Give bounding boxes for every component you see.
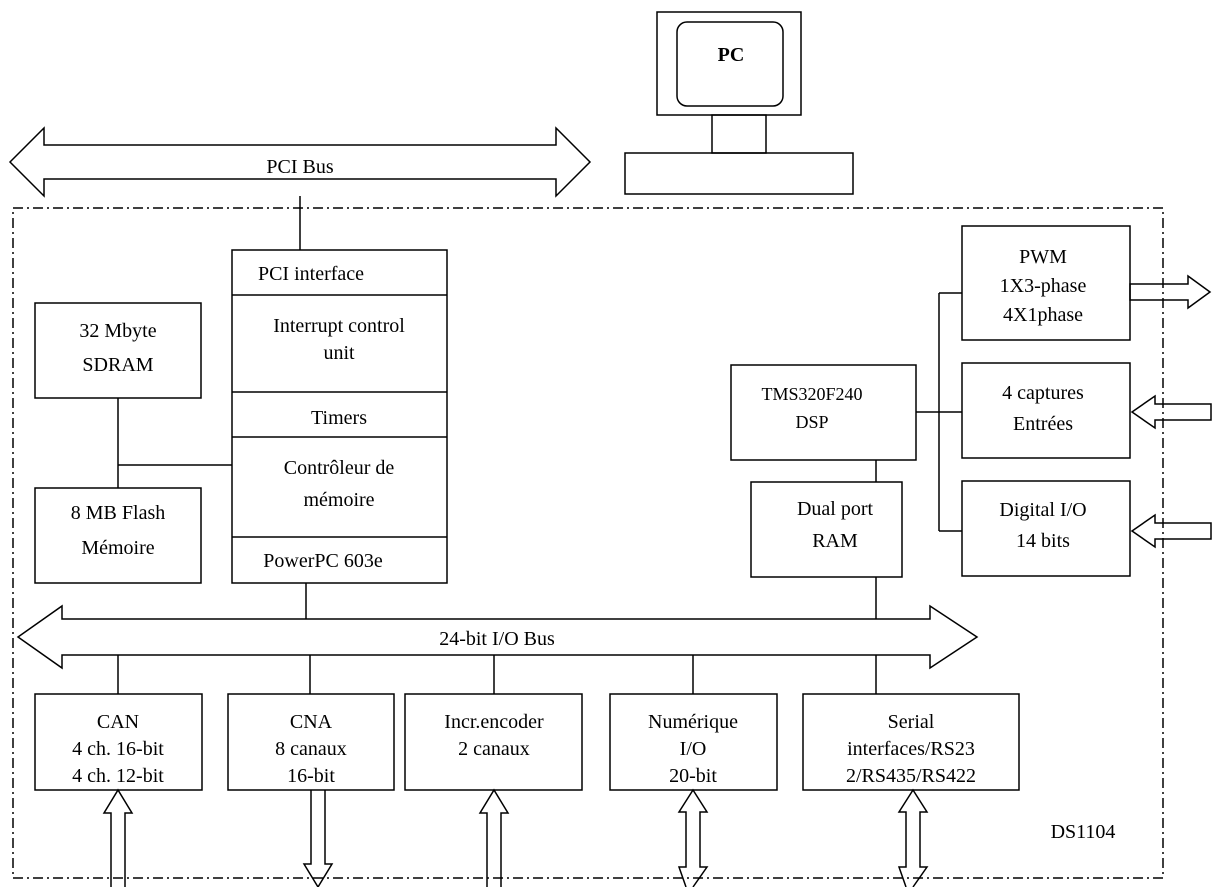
dsp-label-2: DSP	[795, 412, 829, 432]
pwm-label-2: 1X3-phase	[999, 275, 1087, 297]
cna-label-1: CNA	[289, 711, 333, 733]
dsp-label-1: TMS320F240	[761, 384, 863, 404]
numerique-label-3: 20-bit	[669, 765, 717, 787]
digital-io-block	[961, 480, 1131, 577]
cna-label-2: 8 canaux	[275, 738, 347, 760]
pwm-output-arrow	[1129, 274, 1212, 310]
pc-stand	[711, 114, 767, 154]
digital-io-label-1: Digital I/O	[999, 499, 1087, 521]
pci-bus-label: PCI Bus	[266, 156, 334, 178]
cna-output-arrow	[302, 790, 334, 887]
serial-label-2: interfaces/RS23	[847, 738, 975, 760]
encoder-input-arrow	[478, 788, 510, 887]
pc-screen	[676, 21, 784, 107]
ds1104-board-outline	[12, 207, 1164, 879]
encoder-label-2: 2 canaux	[458, 738, 530, 760]
digital-io-input-arrow	[1130, 513, 1212, 549]
serial-bidir-arrow	[897, 788, 929, 887]
pwm-block	[961, 225, 1131, 341]
processor-stack	[231, 249, 448, 584]
sdram-block	[34, 302, 202, 399]
sdram-label-1: 32 Mbyte	[79, 320, 157, 342]
dual-port-ram-block	[750, 481, 903, 578]
timers-label: Timers	[311, 407, 367, 429]
digital-io-label-2: 14 bits	[1016, 530, 1070, 552]
serial-label-1: Serial	[887, 711, 935, 733]
serial-label-3: 2/RS435/RS422	[845, 765, 977, 787]
can-label-2: 4 ch. 16-bit	[72, 738, 164, 760]
cna-label-3: 16-bit	[287, 765, 335, 787]
memory-controller-label-1: Contrôleur de	[283, 457, 395, 479]
serial-block	[802, 693, 1020, 791]
interrupt-control-label-1: Interrupt control	[273, 315, 405, 337]
ds1104-label: DS1104	[1050, 821, 1116, 843]
pci-bus-arrow	[8, 126, 592, 198]
flash-label-1: 8 MB Flash	[70, 502, 166, 524]
numerique-label-1: Numérique	[648, 711, 738, 733]
captures-input-arrow	[1130, 394, 1212, 430]
dual-port-ram-label-2: RAM	[812, 530, 858, 552]
pc-label: PC	[717, 44, 745, 66]
dual-port-ram-label-1: Dual port	[796, 498, 874, 520]
memory-controller-label-2: mémoire	[303, 489, 375, 511]
numerique-label-2: I/O	[679, 738, 707, 760]
pc-base	[624, 152, 854, 195]
can-label-3: 4 ch. 12-bit	[72, 765, 164, 787]
sdram-label-2: SDRAM	[82, 354, 154, 376]
captures-block	[961, 362, 1131, 459]
pci-interface-label: PCI interface	[257, 263, 365, 285]
can-label-1: CAN	[96, 711, 140, 733]
powerpc-label: PowerPC 603e	[263, 550, 383, 572]
numerique-bidir-arrow	[677, 788, 709, 887]
encoder-label-1: Incr.encoder	[444, 711, 544, 733]
pwm-label-1: PWM	[1019, 246, 1067, 268]
pwm-label-3: 4X1phase	[1003, 304, 1083, 326]
captures-label-1: 4 captures	[1002, 382, 1084, 404]
can-input-arrow	[102, 788, 134, 887]
io-bus-label: 24-bit I/O Bus	[439, 628, 555, 650]
flash-label-2: Mémoire	[81, 537, 155, 559]
io-bus-arrow	[16, 604, 979, 670]
captures-label-2: Entrées	[1013, 413, 1073, 435]
interrupt-control-label-2: unit	[323, 342, 355, 364]
